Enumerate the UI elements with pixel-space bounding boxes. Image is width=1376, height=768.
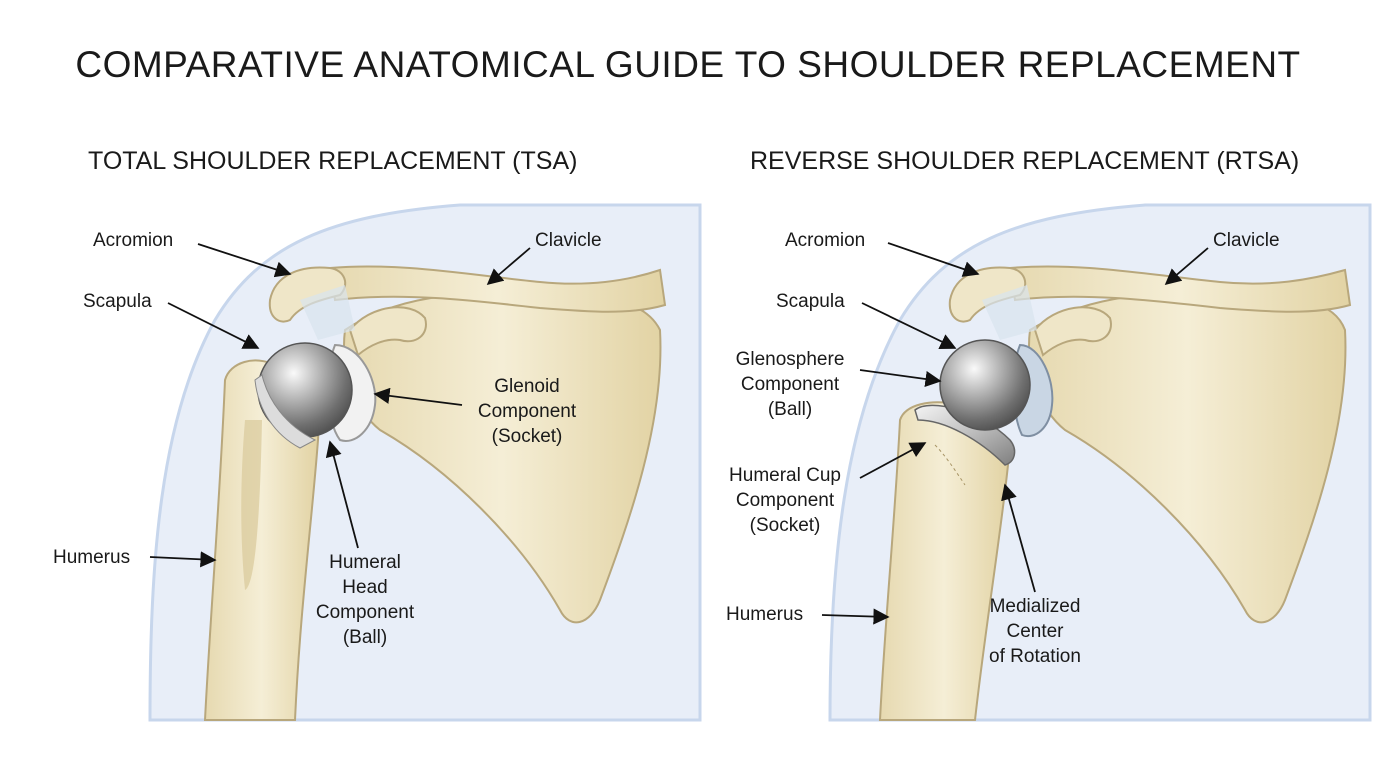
rtsa-label-clavicle: Clavicle — [1213, 230, 1280, 251]
rtsa-label-medialized-line2: Center — [1006, 621, 1064, 642]
rtsa-clavicle — [1008, 265, 1352, 313]
rtsa-humerus-arrow — [821, 608, 890, 625]
tsa-label-humeral-head-line3: Component — [315, 602, 415, 623]
tsa-acromion-arrow — [197, 243, 292, 278]
tsa-coracoid — [348, 306, 427, 357]
rtsa-illustration — [828, 203, 1372, 722]
tsa-ac-joint — [300, 285, 355, 340]
rtsa-glenosphere-arrow — [859, 369, 942, 388]
rtsa-label-humeral-cup: Humeral Cup Component (Socket) — [710, 463, 860, 538]
rtsa-clavicle-arrow — [1164, 247, 1209, 286]
tsa-humerus-arrow — [149, 551, 217, 568]
tsa-label-glenoid-line2: Component — [477, 401, 577, 422]
tsa-glenoid-arrow — [373, 387, 463, 406]
rtsa-panel-title: REVERSE SHOULDER REPLACEMENT (RTSA) — [750, 147, 1300, 175]
rtsa-label-humeral-cup-line1: Humeral Cup — [729, 465, 841, 486]
main-title: COMPARATIVE ANATOMICAL GUIDE TO SHOULDER… — [75, 44, 1301, 85]
tsa-scapula-arrow — [167, 302, 260, 349]
rtsa-label-medialized-line1: Medialized — [989, 596, 1081, 617]
rtsa-label-glenosphere-line3: (Ball) — [767, 399, 813, 420]
tsa-label-humeral-head: Humeral Head Component (Ball) — [300, 550, 430, 650]
tsa-panel-title: TOTAL SHOULDER REPLACEMENT (TSA) — [88, 147, 578, 175]
rtsa-humeral-cup-arrow — [859, 442, 927, 479]
tsa-label-acromion: Acromion — [93, 230, 174, 251]
tsa-humeral-head-arrow — [325, 440, 359, 549]
tsa-label-humeral-head-line1: Humeral — [329, 552, 401, 573]
tsa-label-humerus: Humerus — [53, 547, 131, 568]
tsa-illustration — [148, 203, 702, 722]
rtsa-scapula-arrow — [861, 302, 957, 349]
tsa-label-glenoid: Glenoid Component (Socket) — [462, 374, 592, 449]
rtsa-coracoid — [1033, 306, 1112, 357]
tsa-label-glenoid-line3: (Socket) — [491, 426, 563, 447]
rtsa-label-medialized: Medialized Center of Rotation — [975, 594, 1095, 669]
rtsa-label-glenosphere-line1: Glenosphere — [735, 349, 845, 370]
rtsa-label-humeral-cup-line2: Component — [735, 490, 835, 511]
rtsa-label-medialized-line3: of Rotation — [989, 646, 1081, 667]
leader-lines — [149, 242, 1209, 625]
rtsa-acromion-arrow — [887, 242, 980, 277]
rtsa-ac-joint — [982, 285, 1037, 340]
tsa-clavicle-arrow — [486, 247, 531, 286]
rtsa-label-acromion: Acromion — [785, 230, 866, 251]
rtsa-label-glenosphere-line2: Component — [740, 374, 840, 395]
rtsa-label-scapula: Scapula — [776, 291, 845, 312]
tsa-label-glenoid-line1: Glenoid — [494, 376, 560, 397]
tsa-label-humeral-head-line2: Head — [342, 577, 388, 598]
rtsa-glenosphere-ball — [939, 339, 1031, 431]
rtsa-label-humeral-cup-line3: (Socket) — [749, 515, 821, 536]
tsa-label-humeral-head-line4: (Ball) — [342, 627, 388, 648]
tsa-label-clavicle: Clavicle — [535, 230, 602, 251]
tsa-clavicle — [328, 265, 667, 313]
rtsa-medialized-arrow — [1001, 483, 1036, 593]
rtsa-label-humerus: Humerus — [726, 604, 804, 625]
rtsa-label-glenosphere: Glenosphere Component (Ball) — [715, 347, 865, 422]
tsa-label-scapula: Scapula — [83, 291, 152, 312]
